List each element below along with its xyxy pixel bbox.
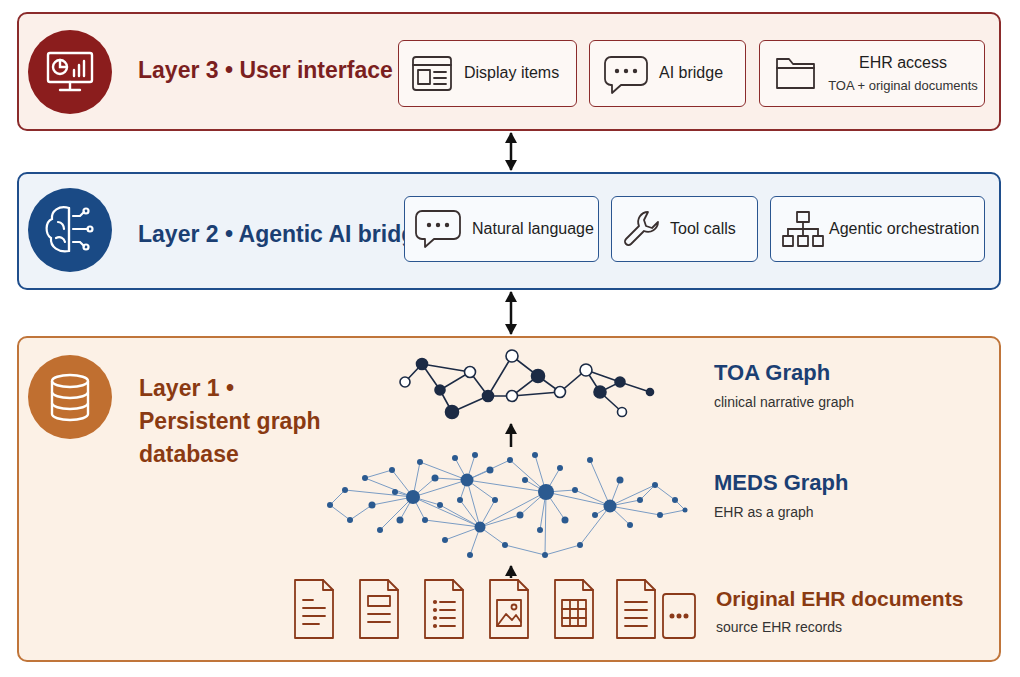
connector-arrow — [510, 292, 513, 334]
node-title: Display items — [464, 63, 576, 82]
node-subtitle: EHR as a graph — [714, 504, 984, 521]
node-title: EHR access — [820, 53, 986, 72]
node-title: TOA Graph — [714, 360, 984, 386]
component-box: AI bridge — [589, 40, 746, 107]
node-title: Original EHR documents — [716, 586, 992, 611]
graph-node: MEDS GraphEHR as a graph — [322, 449, 992, 564]
component-box: Agentic orchestration — [770, 196, 985, 262]
source-node: Original EHR documents source EHR records — [287, 580, 992, 645]
node-title: MEDS Graph — [714, 470, 984, 496]
connector-arrow — [510, 133, 513, 170]
component-box: EHR accessTOA + original documents — [759, 40, 985, 107]
layer-band: Layer 2 • Agentic AI bridge Natural langu… — [17, 172, 1001, 290]
node-subtitle: clinical narrative graph — [714, 394, 984, 411]
component-box: Display items — [398, 40, 577, 107]
node-title: Layer 2 • Agentic AI bridge — [138, 220, 438, 248]
node-title: Agentic orchestration — [829, 219, 985, 238]
node-title: Tool calls — [670, 219, 758, 238]
node-title: AI bridge — [659, 63, 745, 82]
node-subtitle: source EHR records — [716, 619, 986, 636]
layer-band: Layer 1 • Persistent graph database TOA G… — [17, 336, 1001, 662]
node-title: Layer 1 • Persistent graph database — [139, 372, 321, 471]
graph-node: TOA Graph clinical narrative graph — [392, 347, 992, 422]
layer-band: Layer 3 • User interface Display items AI … — [17, 12, 1001, 131]
node-title: Layer 3 • User interface — [138, 56, 438, 84]
component-box: Tool calls — [611, 196, 758, 262]
node-title: Natural language — [472, 219, 598, 238]
component-box: Natural language — [404, 196, 599, 262]
node-subtitle: TOA + original documents — [820, 78, 986, 94]
